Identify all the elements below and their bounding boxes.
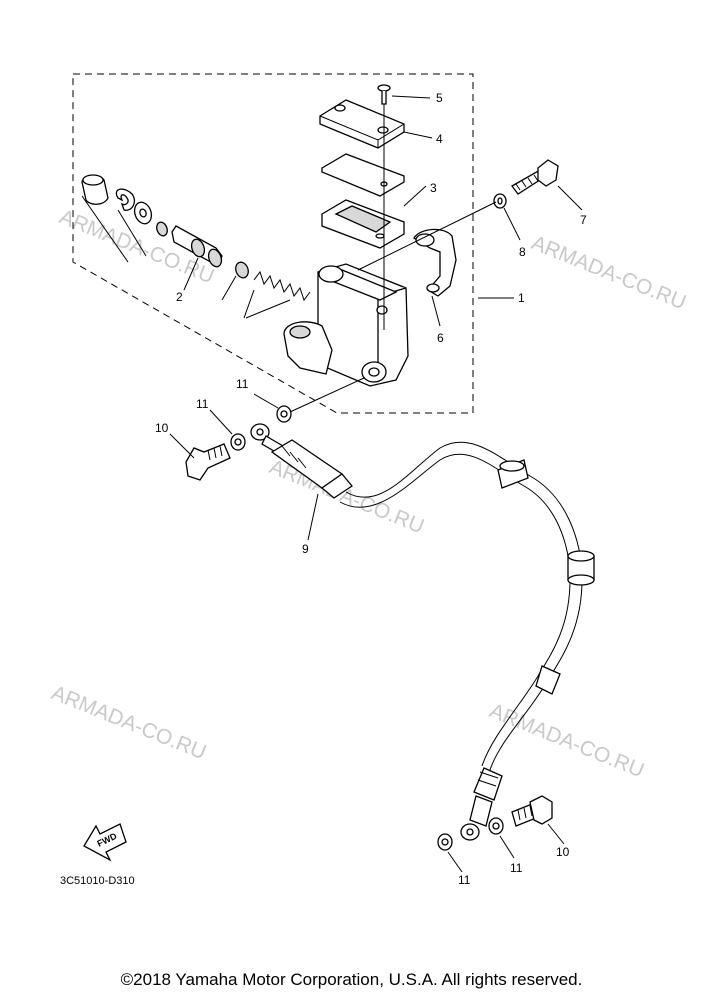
leader-6 bbox=[431, 295, 441, 327]
callout-3: 3 bbox=[430, 181, 437, 195]
hose-grommet-3 bbox=[535, 665, 561, 695]
part2-bracket-left bbox=[81, 195, 147, 263]
spring bbox=[253, 270, 311, 302]
clamp-body bbox=[413, 228, 457, 297]
callout-9: 9 bbox=[302, 542, 309, 556]
circlip bbox=[115, 188, 136, 211]
master-cylinder bbox=[283, 263, 409, 387]
callout-11a: 11 bbox=[236, 377, 249, 391]
diaphragm-plate bbox=[321, 153, 405, 197]
callout-2: 2 bbox=[176, 290, 183, 304]
leader-11d bbox=[499, 835, 515, 859]
leader-10b bbox=[547, 823, 565, 845]
reservoir-cap bbox=[319, 99, 405, 149]
hose-line-inner bbox=[339, 453, 571, 767]
leader-11c bbox=[447, 851, 463, 873]
cap-assembly bbox=[319, 84, 405, 249]
port-axis bbox=[289, 377, 365, 413]
leader-10a bbox=[169, 433, 195, 459]
leader-11a bbox=[253, 393, 279, 409]
reservoir-boss bbox=[318, 265, 344, 283]
piston-cup bbox=[235, 261, 249, 279]
callout-10b: 10 bbox=[556, 845, 570, 859]
piston-kit bbox=[81, 174, 311, 302]
leader-3 bbox=[403, 185, 427, 207]
callout-11d: 11 bbox=[510, 861, 523, 875]
diagram-code: 3C51010-D310 bbox=[60, 875, 135, 887]
bolt-axis bbox=[357, 201, 497, 271]
forward-arrow-icon: FWD bbox=[83, 823, 127, 862]
seal bbox=[156, 221, 168, 237]
banjo-bolt bbox=[185, 443, 231, 481]
assembly-boundary bbox=[72, 73, 474, 414]
banjo-bolt-top bbox=[185, 443, 231, 481]
watermark-5: ARMADA-CO.RU bbox=[486, 699, 647, 782]
leader-9 bbox=[307, 493, 319, 541]
callout-11c: 11 bbox=[458, 873, 471, 887]
callout-5: 5 bbox=[436, 91, 443, 105]
banjo-bolt-bottom bbox=[511, 795, 553, 827]
callout-7: 7 bbox=[580, 213, 587, 227]
callout-4: 4 bbox=[436, 132, 443, 146]
leader-8 bbox=[503, 207, 521, 241]
clamp-bolt-set bbox=[493, 159, 559, 209]
leader-4 bbox=[403, 131, 433, 139]
callout-10a: 10 bbox=[155, 421, 169, 435]
brake-hose bbox=[250, 423, 595, 841]
callout-6: 6 bbox=[437, 331, 444, 345]
watermark-2: ARMADA-CO.RU bbox=[528, 231, 689, 314]
callout-8: 8 bbox=[519, 245, 526, 259]
cap-screw bbox=[377, 84, 391, 92]
copyright-notice: ©2018 Yamaha Motor Corporation, U.S.A. A… bbox=[120, 970, 583, 989]
callout-1: 1 bbox=[518, 291, 525, 305]
callout-11b: 11 bbox=[196, 397, 209, 411]
part2-leaders bbox=[183, 257, 237, 301]
leader-7 bbox=[557, 185, 583, 211]
handlebar-clamp bbox=[413, 228, 457, 297]
leader-5 bbox=[391, 95, 431, 99]
watermark-3: ARMADA-CO.RU bbox=[266, 455, 427, 538]
hose-crimp-bottom bbox=[473, 767, 503, 801]
watermark-4: ARMADA-CO.RU bbox=[48, 681, 209, 764]
leader-11b bbox=[209, 409, 233, 435]
